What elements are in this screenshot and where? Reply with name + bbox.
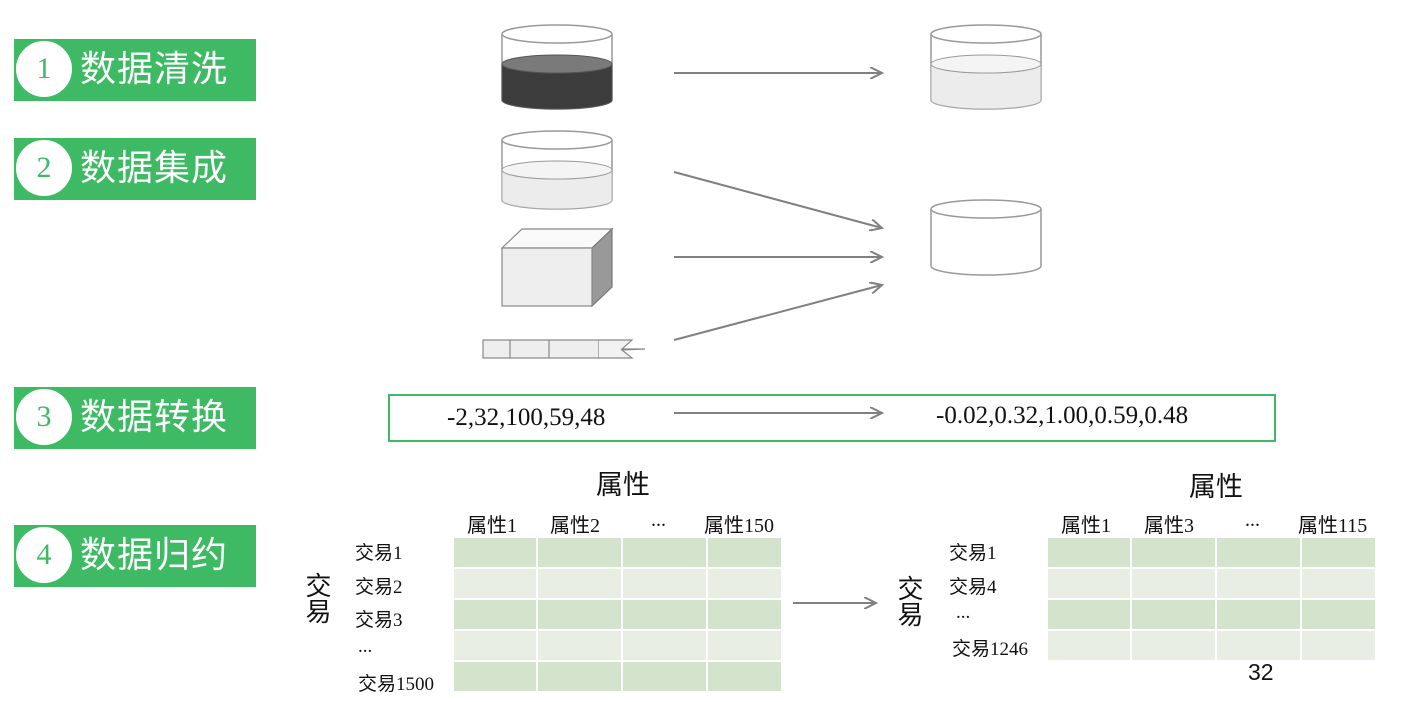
grid-cell (454, 631, 536, 660)
grid-cell (538, 662, 621, 691)
left-row-label-5: 交易1500 (358, 674, 435, 695)
grid-cell (1132, 631, 1215, 660)
grid-cell (1302, 569, 1375, 598)
right-col-header-1: 属性1 (1061, 515, 1111, 537)
grid-cell (538, 538, 621, 567)
right-table-side-title-text: 交易 (893, 575, 923, 627)
grid-cell (708, 600, 781, 629)
right-grid-row (1048, 631, 1377, 660)
step-1-label: 数据清洗 (80, 49, 229, 90)
left-table-side-title-text: 交易 (301, 572, 331, 624)
transform-box (388, 394, 1276, 442)
flat-file-strip-icon (482, 339, 646, 359)
step-3-number: 3 (14, 387, 74, 447)
right-row-label-4: 交易1246 (952, 639, 1029, 660)
grid-cell (454, 662, 536, 691)
step-2-banner: 2 数据集成 (14, 138, 256, 200)
target-database-cylinder-icon (930, 199, 1042, 276)
grid-cell (1217, 538, 1300, 567)
page-number: 32 (1248, 659, 1274, 685)
grid-cell (1048, 600, 1130, 629)
transform-input-values: -2,32,100,59,48 (447, 404, 606, 431)
grid-cell (1132, 569, 1215, 598)
step-1-banner: 1 数据清洗 (14, 39, 256, 101)
transform-output-values: -0.02,0.32,1.00,0.59,0.48 (936, 402, 1189, 429)
grid-cell (623, 538, 706, 567)
step-4-banner: 4 数据归约 (14, 525, 256, 587)
grid-cell (1217, 569, 1300, 598)
right-grid-row (1048, 600, 1377, 629)
right-table-axis-title: 属性 (1189, 472, 1243, 503)
step-1-number: 1 (14, 39, 74, 99)
right-grid-row (1048, 538, 1377, 567)
grid-cell (1132, 600, 1215, 629)
left-row-label-1: 交易1 (355, 543, 403, 564)
right-row-label-2: 交易4 (949, 577, 997, 598)
step-3-banner: 3 数据转换 (14, 387, 256, 449)
grid-cell (538, 600, 621, 629)
clean-data-cylinder-icon (930, 24, 1042, 110)
grid-cell (623, 631, 706, 660)
left-row-label-3: 交易3 (355, 610, 403, 631)
grid-cell (538, 631, 621, 660)
grid-cell (623, 569, 706, 598)
grid-cell (454, 569, 536, 598)
integration-arrow-bottom (673, 285, 882, 341)
left-row-label-4: ... (358, 636, 373, 657)
step-2-label: 数据集成 (80, 148, 229, 189)
left-grid-row (454, 538, 783, 567)
grid-cell (623, 662, 706, 691)
right-col-header-4: 属性115 (1298, 515, 1368, 537)
left-col-header-1: 属性1 (467, 515, 517, 537)
left-grid-row (454, 600, 783, 629)
grid-cell (1048, 569, 1130, 598)
right-col-header-2: 属性3 (1144, 515, 1194, 537)
grid-cell (623, 600, 706, 629)
grid-cell (708, 569, 781, 598)
grid-cell (454, 600, 536, 629)
grid-cell (1132, 538, 1215, 567)
left-col-header-3: ... (651, 509, 666, 531)
right-table-side-title: 交易 (892, 575, 923, 635)
grid-cell (708, 631, 781, 660)
step-2-number: 2 (14, 138, 74, 198)
left-grid-row (454, 662, 783, 691)
grid-cell (708, 662, 781, 691)
left-row-label-2: 交易2 (355, 577, 403, 598)
step-4-label: 数据归约 (80, 535, 229, 576)
grid-cell (1302, 600, 1375, 629)
grid-cell (1048, 631, 1130, 660)
grid-cell (538, 569, 621, 598)
data-cube-icon (500, 227, 614, 308)
left-col-header-2: 属性2 (550, 515, 600, 537)
right-row-label-3: ... (956, 602, 971, 623)
left-grid-row (454, 569, 783, 598)
grid-cell (1302, 538, 1375, 567)
integration-arrow-top (673, 171, 882, 228)
source-database-cylinder-icon (501, 130, 613, 210)
grid-cell (1048, 538, 1130, 567)
grid-cell (454, 538, 536, 567)
left-grid-row (454, 631, 783, 660)
grid-cell (1217, 631, 1300, 660)
left-table-side-title: 交易 (300, 572, 331, 632)
grid-cell (1217, 600, 1300, 629)
step-4-number: 4 (14, 525, 74, 585)
grid-cell (1302, 631, 1375, 660)
dirty-data-cylinder-icon (501, 24, 613, 110)
step-3-label: 数据转换 (80, 397, 229, 438)
right-col-header-3: ... (1245, 509, 1260, 531)
grid-cell (708, 538, 781, 567)
left-col-header-4: 属性150 (704, 515, 774, 537)
right-grid-row (1048, 569, 1377, 598)
left-table-axis-title: 属性 (596, 470, 650, 501)
right-row-label-1: 交易1 (949, 543, 997, 564)
